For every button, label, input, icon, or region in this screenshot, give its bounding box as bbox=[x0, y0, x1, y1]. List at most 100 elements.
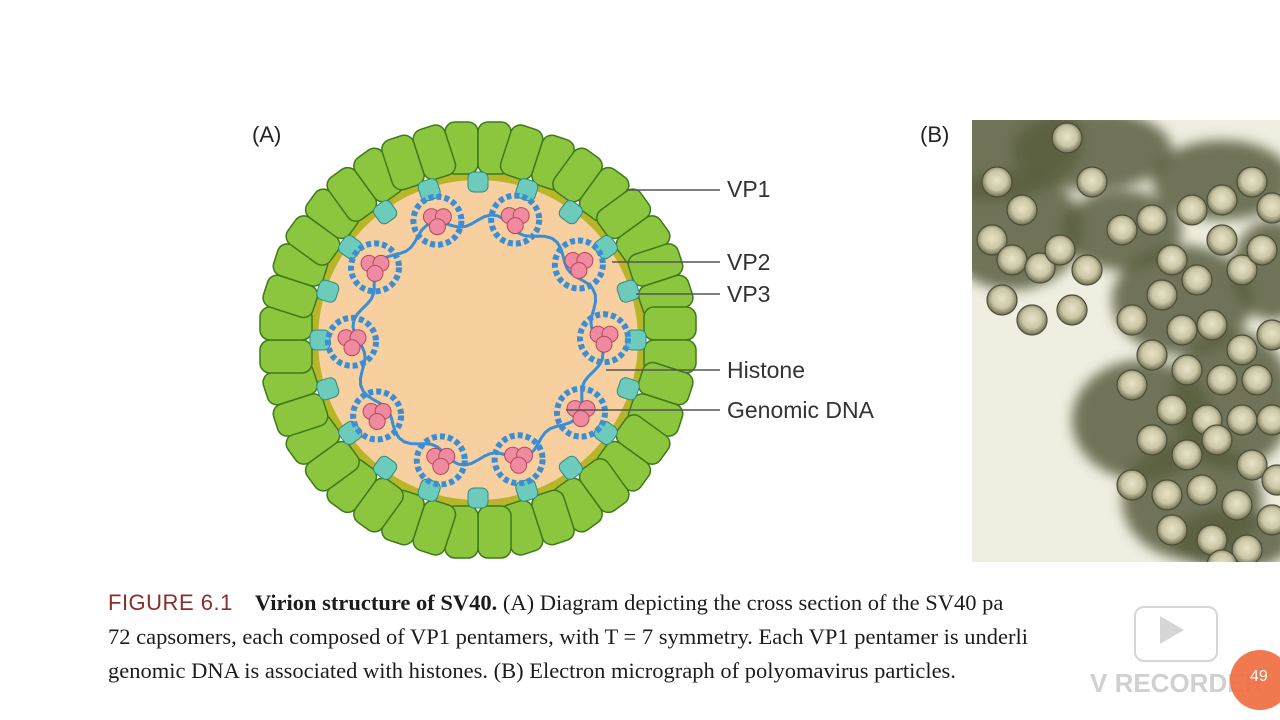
virus-particle bbox=[1116, 369, 1148, 401]
virus-particle bbox=[1156, 514, 1188, 546]
nucleosome bbox=[410, 193, 465, 248]
virus-particle bbox=[1106, 214, 1138, 246]
virus-particle bbox=[1196, 309, 1228, 341]
vp2-vp3-protein bbox=[616, 377, 640, 401]
vp2-vp3-protein bbox=[616, 279, 640, 303]
vp1-capsomer bbox=[285, 188, 360, 266]
virus-particle bbox=[1136, 204, 1168, 236]
virus-particle bbox=[1201, 424, 1233, 456]
figure-title: Virion structure of SV40. bbox=[254, 590, 498, 615]
vp2-vp3-protein bbox=[338, 420, 363, 445]
virus-particle bbox=[1136, 339, 1168, 371]
vp2-vp3-protein bbox=[467, 171, 489, 193]
virus-particle bbox=[1206, 549, 1238, 562]
label-vp1: VP1 bbox=[727, 176, 771, 202]
recorder-watermark-frame bbox=[1134, 606, 1218, 662]
virus-particle bbox=[1226, 334, 1258, 366]
virus-particle bbox=[1171, 354, 1203, 386]
virus-particle bbox=[1156, 244, 1188, 276]
caption-line-1-text: (A) Diagram depicting the cross section … bbox=[502, 590, 1004, 615]
virus-particle bbox=[996, 244, 1028, 276]
virus-particle bbox=[1016, 304, 1048, 336]
nucleosome bbox=[350, 388, 405, 443]
virus-particle bbox=[1024, 252, 1056, 284]
virus-particle bbox=[1116, 469, 1148, 501]
virus-particle bbox=[1051, 122, 1083, 154]
label-vp3: VP3 bbox=[727, 281, 771, 307]
virus-particle bbox=[1231, 534, 1263, 562]
virus-particle bbox=[976, 224, 1008, 256]
vp2-vp3-protein bbox=[373, 200, 398, 225]
play-icon bbox=[1160, 616, 1184, 644]
label-vp2: VP2 bbox=[727, 249, 771, 275]
virus-particle bbox=[981, 166, 1013, 198]
vp1-capsomer bbox=[596, 414, 671, 492]
virus-particle bbox=[1116, 304, 1148, 336]
virus-particle bbox=[1256, 404, 1280, 436]
record-button[interactable] bbox=[1230, 650, 1280, 710]
virus-particle bbox=[1076, 166, 1108, 198]
caption-line-1: FIGURE 6.1 Virion structure of SV40. (A) … bbox=[108, 586, 1280, 620]
vp2-vp3-protein bbox=[316, 377, 340, 401]
figure-number: FIGURE 6.1 bbox=[108, 590, 233, 615]
virus-particle bbox=[1236, 449, 1268, 481]
nucleosome bbox=[488, 192, 543, 247]
virus-particle bbox=[1206, 224, 1238, 256]
virus-particle bbox=[1226, 404, 1258, 436]
label-histone: Histone bbox=[727, 357, 805, 383]
virus-particle bbox=[1256, 319, 1280, 351]
vp1-capsomer bbox=[285, 414, 360, 492]
virus-particle bbox=[1156, 394, 1188, 426]
virus-particle bbox=[1226, 254, 1258, 286]
virus-particle bbox=[1206, 184, 1238, 216]
vp1-capsomer bbox=[381, 124, 457, 191]
record-timer: 49 bbox=[1250, 668, 1268, 685]
nucleosome bbox=[491, 432, 546, 487]
vp1-capsomer bbox=[326, 147, 404, 222]
virus-particle bbox=[1146, 279, 1178, 311]
panel-b-label: (B) bbox=[920, 122, 950, 147]
virus-particle bbox=[1261, 464, 1280, 496]
virus-particle bbox=[1136, 424, 1168, 456]
vp2-vp3-protein bbox=[373, 455, 398, 480]
vp2-vp3-protein bbox=[467, 487, 489, 509]
figure-caption: FIGURE 6.1 Virion structure of SV40. (A) … bbox=[108, 586, 1280, 688]
nucleosome bbox=[577, 311, 631, 366]
virus-particle bbox=[1056, 294, 1088, 326]
panel-a-label: (A) bbox=[252, 122, 282, 147]
nucleosome bbox=[325, 314, 379, 369]
caption-line-3: genomic DNA is associated with histones.… bbox=[108, 658, 956, 683]
virus-particle bbox=[1206, 364, 1238, 396]
virus-particle bbox=[1181, 264, 1213, 296]
label-genomic-dna: Genomic DNA bbox=[727, 397, 874, 423]
virus-particle bbox=[1071, 254, 1103, 286]
nucleosome bbox=[413, 433, 468, 488]
electron-micrograph bbox=[972, 120, 1280, 562]
virus-particle bbox=[986, 284, 1018, 316]
nucleosome bbox=[348, 240, 402, 295]
virus-particle bbox=[1256, 504, 1280, 536]
vp2-vp3-protein bbox=[558, 455, 583, 480]
virus-particle bbox=[1176, 194, 1208, 226]
vp2-vp3-protein bbox=[316, 279, 340, 303]
virus-particle bbox=[1256, 192, 1280, 224]
sv40-cross-section-diagram bbox=[259, 121, 720, 559]
vp1-capsomer bbox=[326, 458, 404, 533]
virus-particle bbox=[1186, 474, 1218, 506]
virus-particle bbox=[1241, 364, 1273, 396]
virus-particle bbox=[1221, 489, 1253, 521]
virus-particle bbox=[1006, 194, 1038, 226]
nucleosome bbox=[554, 385, 608, 440]
nucleosome bbox=[551, 237, 606, 292]
virus-particle bbox=[1246, 234, 1278, 266]
virus-particle bbox=[1151, 479, 1183, 511]
virus-particle bbox=[1171, 439, 1203, 471]
virus-particle bbox=[1044, 234, 1076, 266]
caption-line-2: 72 capsomers, each composed of VP1 penta… bbox=[108, 624, 1029, 649]
callout-lines bbox=[566, 189, 720, 411]
vp1-capsomer bbox=[552, 147, 630, 222]
virus-particle bbox=[1166, 314, 1198, 346]
virus-particle bbox=[1236, 166, 1268, 198]
capsid-layer bbox=[259, 121, 697, 559]
vp1-capsomer bbox=[552, 458, 630, 533]
